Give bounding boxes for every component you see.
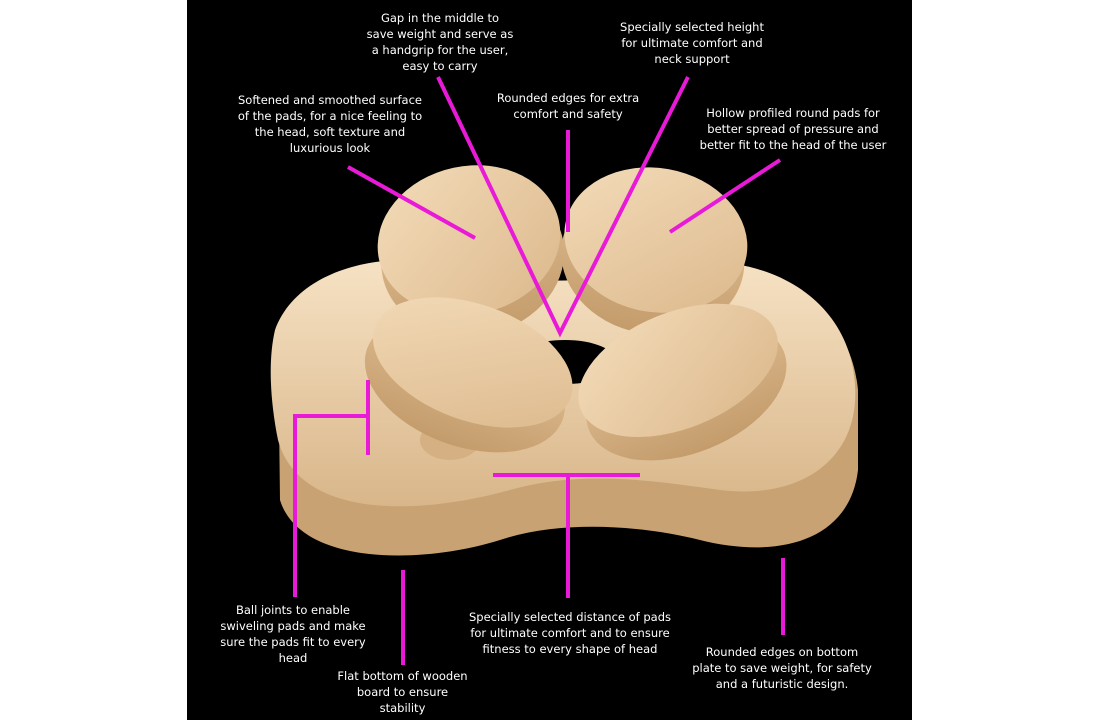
pad-front-left [364, 297, 573, 453]
pad-front-right [578, 303, 787, 461]
pad-back-left [377, 165, 565, 337]
label-rounded-top: Rounded edges for extra comfort and safe… [496, 91, 640, 121]
pad-back-right [561, 167, 748, 335]
callout-line-hollow [668, 158, 782, 234]
callout-line-gap [436, 76, 690, 338]
label-distance: Specially selected distance of pads for … [468, 610, 672, 656]
callout-line-ball-joints [293, 414, 368, 597]
label-rounded-bottom: Rounded edges on bottom plate to save we… [692, 645, 872, 691]
callout-line-surface [347, 165, 476, 240]
label-gap: Gap in the middle to save weight and ser… [366, 11, 514, 73]
label-surface: Softened and smoothed surface of the pad… [237, 93, 423, 155]
label-ball-joints: Ball joints to enable swiveling pads and… [220, 603, 366, 665]
label-flat-bottom: Flat bottom of wooden board to ensure st… [337, 669, 468, 715]
label-hollow: Hollow profiled round pads for better sp… [699, 106, 887, 152]
label-height: Specially selected height for ultimate c… [620, 20, 764, 66]
